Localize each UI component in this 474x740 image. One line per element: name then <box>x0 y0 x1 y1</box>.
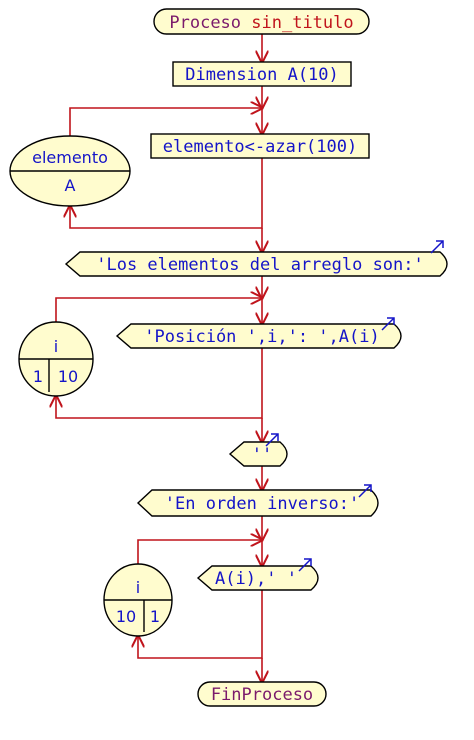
flow-lines <box>56 34 262 682</box>
assign-block[interactable]: elemento<-azar(100) <box>150 133 370 159</box>
start-keyword: Proceso <box>169 13 251 33</box>
loop2-entry-line <box>55 298 262 322</box>
output-arrow-icon <box>265 433 279 447</box>
loop3-to: 1 <box>150 607 160 626</box>
loop3-return-line <box>138 590 263 659</box>
loop2-for-node[interactable]: i 1 10 <box>18 321 94 397</box>
svg-text:Proceso sin_titulo: Proceso sin_titulo <box>169 13 353 33</box>
loop2-to: 10 <box>58 367 78 386</box>
dimension-text: Dimension A(10) <box>185 65 339 85</box>
output2-text: 'Posición ',i,': ',A(i) <box>144 327 379 347</box>
loop3-for-node[interactable]: i 10 1 <box>103 563 173 637</box>
end-text: FinProceso <box>211 685 313 705</box>
end-terminal[interactable]: FinProceso <box>197 681 327 707</box>
loop2-return-line <box>56 348 263 419</box>
output3-text: '' <box>252 445 272 465</box>
output1-text: 'Los elementos del arreglo son:' <box>96 255 424 275</box>
output3-block[interactable]: '' <box>228 433 288 467</box>
output2-block[interactable]: 'Posición ',i,': ',A(i) <box>115 317 402 349</box>
loop3-entry-line <box>137 540 262 564</box>
loop1-return-line <box>70 158 263 229</box>
loop3-from: 10 <box>116 607 136 626</box>
output-arrow-icon <box>298 558 312 572</box>
output-arrow-icon <box>358 484 372 498</box>
loop2-from: 1 <box>33 367 43 386</box>
loop1-entry-line <box>69 108 262 136</box>
dimension-block[interactable]: Dimension A(10) <box>172 61 352 87</box>
output-arrow-icon <box>430 240 444 254</box>
loop3-variable: i <box>136 578 140 597</box>
output1-block[interactable]: 'Los elementos del arreglo son:' <box>64 240 448 277</box>
loop1-collection: A <box>65 176 76 195</box>
loop1-variable: elemento <box>32 148 108 167</box>
process-name: sin_titulo <box>251 13 353 33</box>
output5-text: A(i),' ' <box>215 569 297 589</box>
output5-block[interactable]: A(i),' ' <box>196 558 319 591</box>
output-arrow-icon <box>381 317 395 331</box>
output4-text: 'En orden inverso:' <box>165 494 359 514</box>
output4-block[interactable]: 'En orden inverso:' <box>136 484 379 517</box>
start-terminal[interactable]: Proceso sin_titulo <box>153 8 370 35</box>
assign-text: elemento<-azar(100) <box>163 137 357 157</box>
loop1-for-each-node[interactable]: elemento A <box>9 135 131 207</box>
loop2-variable: i <box>54 337 58 356</box>
